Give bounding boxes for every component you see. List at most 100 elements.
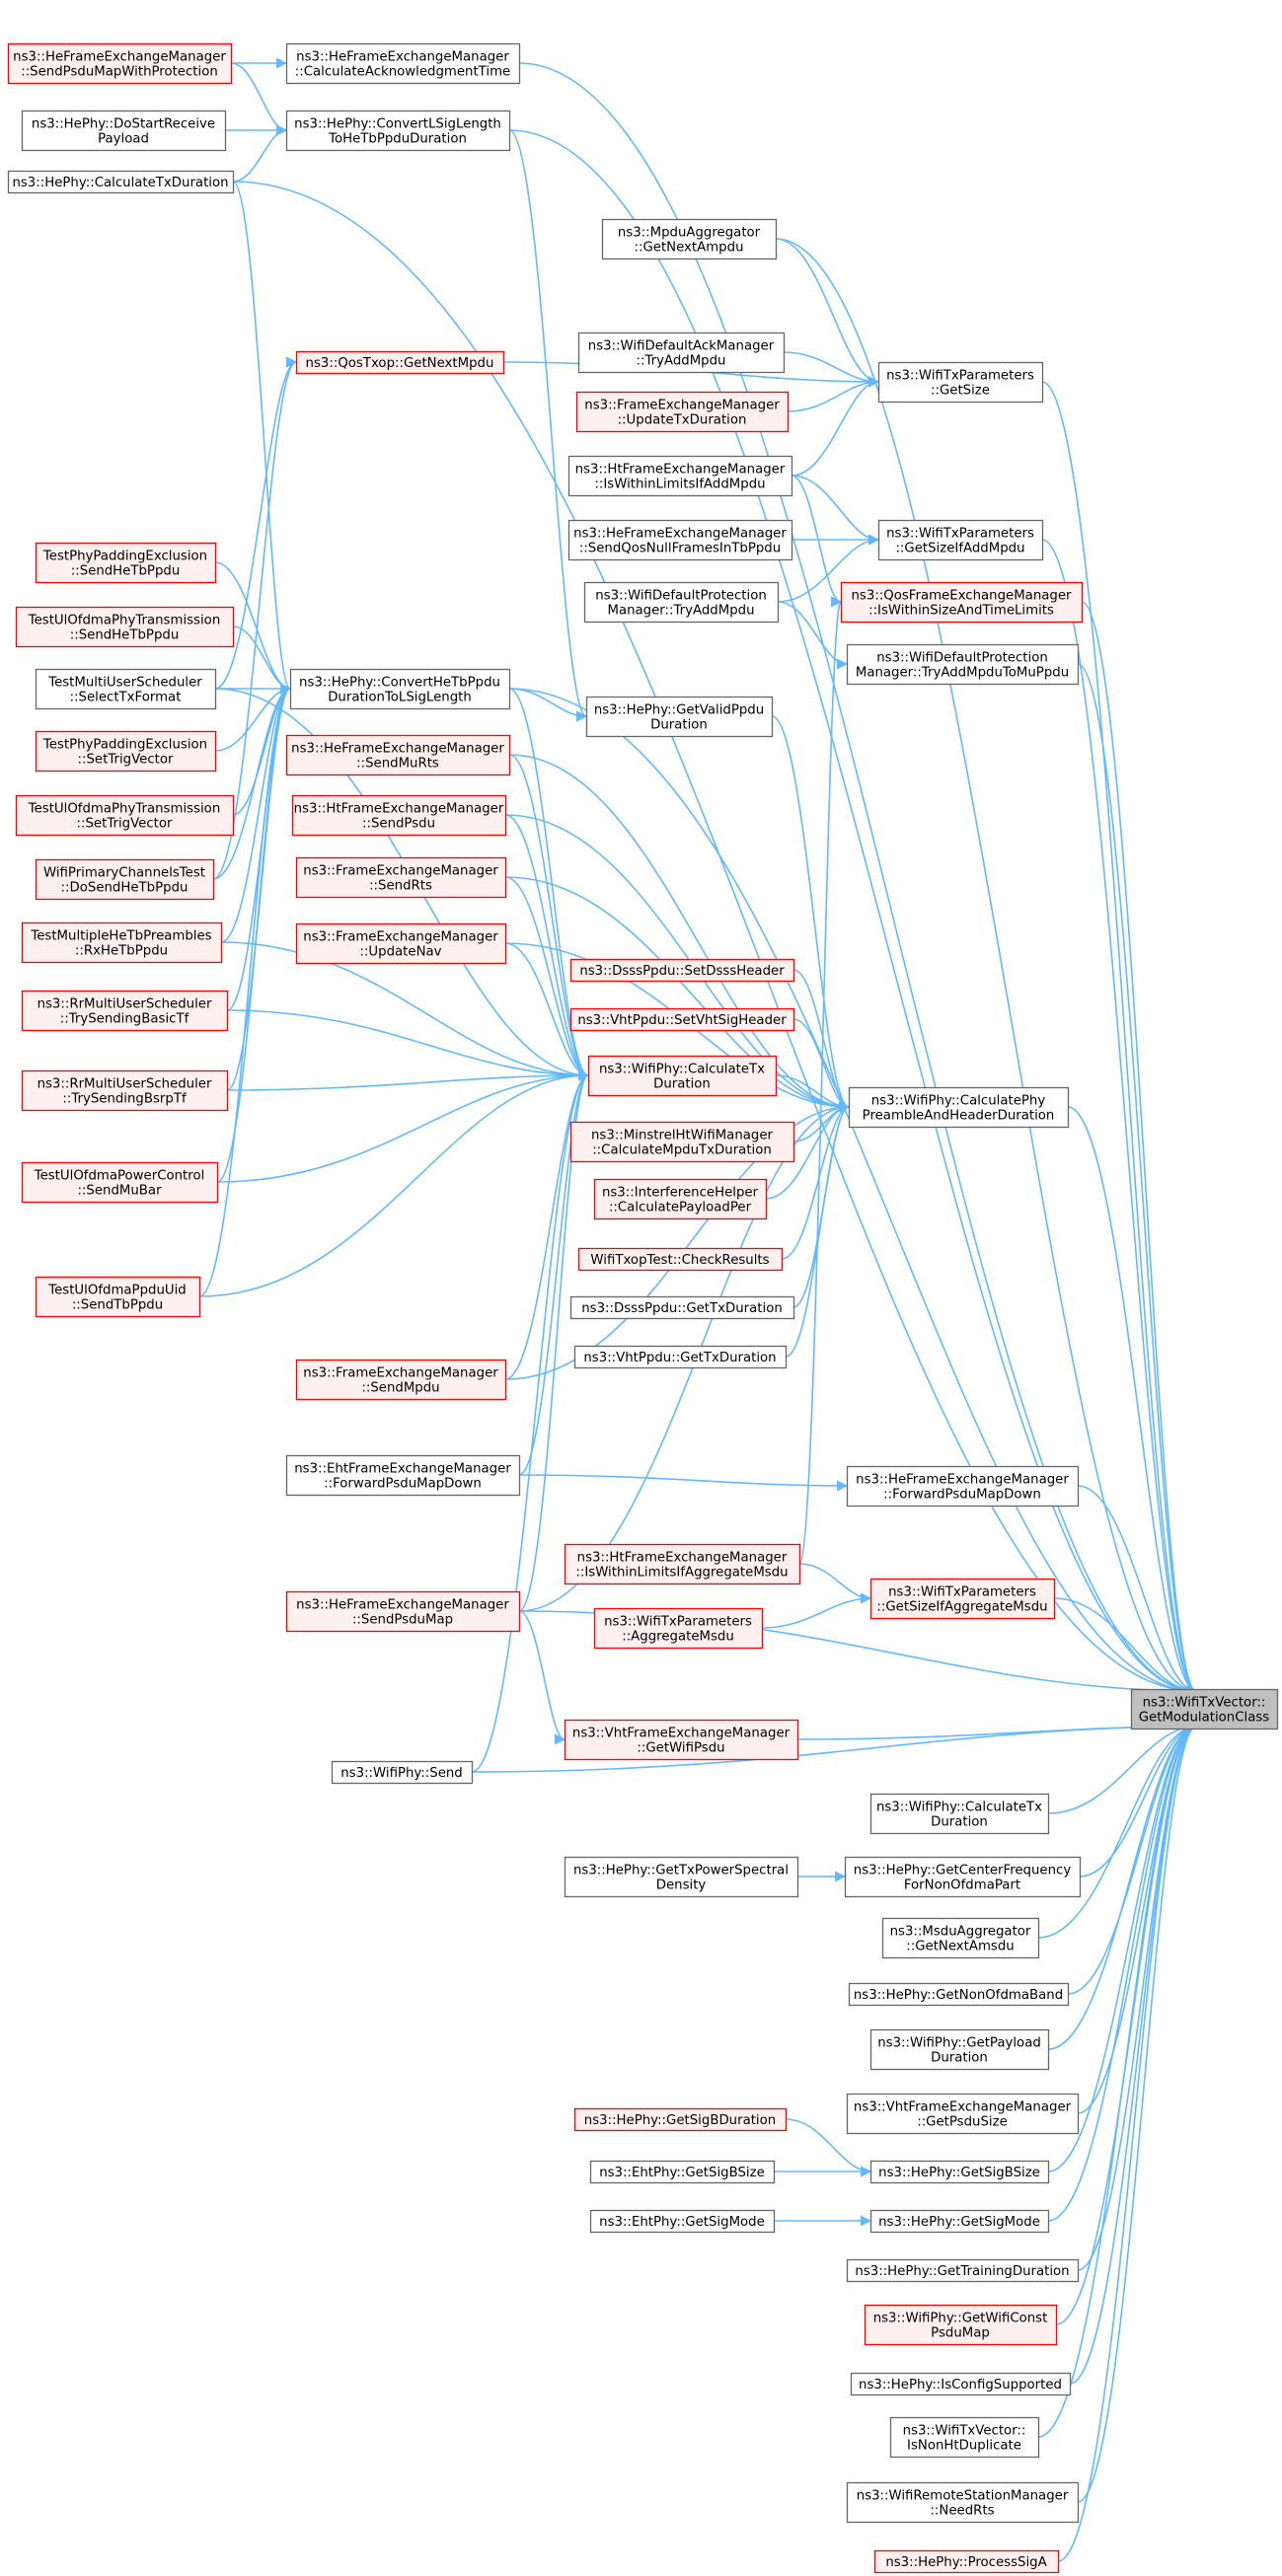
graph-node-tmusSelect[interactable]: TestMultiUserScheduler::SelectTxFormat <box>35 668 217 710</box>
call-edge <box>518 62 1198 1697</box>
graph-node-femSendRts[interactable]: ns3::FrameExchangeManager::SendRts <box>295 856 507 899</box>
graph-node-wttCheck[interactable]: WifiTxopTest::CheckResults <box>577 1247 784 1272</box>
graph-node-vhtfemGetWifiPsdu[interactable]: ns3::VhtFrameExchangeManager::GetWifiPsd… <box>564 1719 799 1761</box>
node-box <box>564 1856 799 1898</box>
graph-node-rrTryBsrp[interactable]: ns3::RrMultiUserScheduler::TrySendingBsr… <box>21 1069 229 1112</box>
node-box <box>564 1719 799 1761</box>
graph-node-wtpGetSize[interactable]: ns3::WifiTxParameters::GetSize <box>877 361 1044 404</box>
graph-node-minstrelCalc[interactable]: ns3::MinstrelHtWifiManager::CalculateMpd… <box>569 1121 795 1163</box>
node-box <box>846 643 1080 686</box>
node-label-line: ::GetNextAmpdu <box>635 241 744 256</box>
graph-node-vhtSetHeader[interactable]: ns3::VhtPpdu::SetVhtSigHeader <box>569 1007 795 1032</box>
graph-node-wdamTryAdd[interactable]: ns3::WifiDefaultAckManager::TryAddMpdu <box>577 331 786 374</box>
node-box <box>881 1917 1040 1959</box>
graph-node-tuopcSendMuBar[interactable]: TestUlOfdmaPowerControl::SendMuBar <box>21 1161 219 1204</box>
graph-node-dsssSetHeader[interactable]: ns3::DsssPpdu::SetDsssHeader <box>569 958 795 983</box>
graph-node-wrsmNeedRts[interactable]: ns3::WifiRemoteStationManager::NeedRts <box>846 2481 1080 2524</box>
graph-node-root[interactable]: ns3::WifiTxVector::GetModulationClass <box>1130 1688 1279 1730</box>
graph-node-hfemSendQos[interactable]: ns3::HeFrameExchangeManager::SendQosNull… <box>567 519 793 561</box>
node-box <box>569 958 795 983</box>
graph-node-hePhyProcessSigA[interactable]: ns3::HePhy::ProcessSigA <box>873 2549 1060 2574</box>
graph-node-ehtFwdDown[interactable]: ns3::EhtFrameExchangeManager::ForwardPsd… <box>285 1454 521 1497</box>
graph-node-wifiPhyCalcPre[interactable]: ns3::WifiPhy::CalculatePhyPreambleAndHea… <box>848 1086 1070 1129</box>
graph-node-hePhyNonOfdma[interactable]: ns3::HePhy::GetNonOfdmaBand <box>848 1982 1070 2007</box>
graph-node-hfemCalcAck[interactable]: ns3::HeFrameExchangeManager::CalculateAc… <box>285 42 521 85</box>
call-edge <box>787 376 880 412</box>
graph-node-tuoptSetTrig[interactable]: TestUlOfdmaPhyTransmission::SetTrigVecto… <box>15 794 235 837</box>
node-box <box>850 2372 1072 2396</box>
graph-node-rrTryBasic[interactable]: ns3::RrMultiUserScheduler::TrySendingBas… <box>21 990 229 1032</box>
node-label-line: ns3::WifiTxParameters <box>888 1585 1036 1600</box>
graph-node-hePhyCalcTx[interactable]: ns3::HePhy::CalculateTxDuration <box>7 170 235 194</box>
node-label-line: ns3::HePhy::ConvertHeTbPpdu <box>299 676 500 691</box>
graph-node-vhtfemPsduSize[interactable]: ns3::VhtFrameExchangeManager::GetPsduSiz… <box>846 2093 1080 2135</box>
graph-node-wdpmTryAdd[interactable]: ns3::WifiDefaultProtectionManager::TryAd… <box>583 581 780 624</box>
node-label-line: WifiTxopTest::CheckResults <box>590 1253 769 1268</box>
graph-node-hfemSendPsduMap[interactable]: ns3::HeFrameExchangeManager::SendPsduMap <box>285 1590 521 1633</box>
graph-node-ihCalcPayload[interactable]: ns3::InterferenceHelper::CalculatePayloa… <box>593 1178 768 1220</box>
graph-node-wifiPhyCalcTx2[interactable]: ns3::WifiPhy::CalculateTxDuration <box>869 1793 1050 1835</box>
graph-node-wifiPhyCalcTx[interactable]: ns3::WifiPhy::CalculateTxDuration <box>587 1055 778 1097</box>
graph-node-tppeSetTrig[interactable]: TestPhyPaddingExclusion::SetTrigVector <box>35 730 217 773</box>
graph-node-hePhySigBSize[interactable]: ns3::HePhy::GetSigBSize <box>869 2160 1050 2184</box>
call-edge <box>508 688 590 1081</box>
graph-node-vhtGetTx[interactable]: ns3::VhtPpdu::GetTxDuration <box>573 1345 788 1369</box>
graph-node-tuopuSendTb[interactable]: TestUlOfdmaPpduUid::SendTbPpdu <box>35 1276 201 1318</box>
graph-node-wtpAggMsdu[interactable]: ns3::WifiTxParameters::AggregateMsdu <box>593 1607 764 1650</box>
graph-node-wifiPhySend[interactable]: ns3::WifiPhy::Send <box>331 1760 474 1785</box>
graph-node-tppeSendHeTb[interactable]: TestPhyPaddingExclusion::SendHeTbPpdu <box>35 542 217 584</box>
node-label-line: ::GetPsduSize <box>917 2115 1008 2130</box>
graph-node-wtvIsNonHt[interactable]: ns3::WifiTxVector::IsNonHtDuplicate <box>889 2416 1040 2459</box>
call-edge <box>1047 1721 1198 1814</box>
call-edge <box>198 683 292 1297</box>
graph-node-htfemWithinAgg[interactable]: ns3::HtFrameExchangeManager::IsWithinLim… <box>564 1543 801 1585</box>
node-label-line: TestUlOfdmaPowerControl <box>34 1169 205 1184</box>
graph-node-hePhyTraining[interactable]: ns3::HePhy::GetTrainingDuration <box>846 2258 1080 2283</box>
node-label-line: ns3::HePhy::GetNonOfdmaBand <box>854 1988 1063 2003</box>
call-edge <box>508 754 590 1081</box>
graph-node-wdpmTryAddMu[interactable]: ns3::WifiDefaultProtectionManager::TryAd… <box>846 643 1080 686</box>
node-label-line: Payload <box>98 132 149 147</box>
node-label-line: ns3::WifiTxParameters <box>604 1615 752 1630</box>
node-label-line: ns3::MinstrelHtWifiManager <box>591 1129 774 1143</box>
node-label-line: ns3::MsduAggregator <box>890 1925 1031 1940</box>
call-edge <box>1053 1597 1198 1697</box>
graph-node-hfemSendPsduMapWP[interactable]: ns3::HeFrameExchangeManager::SendPsduMap… <box>7 42 233 85</box>
graph-node-mpduAggNext[interactable]: ns3::MpduAggregator::GetNextAmpdu <box>601 218 778 260</box>
graph-node-hfemFwdDown[interactable]: ns3::HeFrameExchangeManager::ForwardPsdu… <box>846 1465 1080 1508</box>
graph-node-msduAggNext[interactable]: ns3::MsduAggregator::GetNextAmsdu <box>881 1917 1040 1959</box>
graph-node-wpctDoSend[interactable]: WifiPrimaryChannelsTest::DoSendHeTbPpdu <box>35 858 215 901</box>
graph-node-hePhyConvL[interactable]: ns3::HePhy::ConvertLSigLengthToHeTbPpduD… <box>285 110 511 152</box>
graph-node-ehtSigMode[interactable]: ns3::EhtPhy::GetSigMode <box>589 2209 776 2234</box>
graph-node-femSendMpdu[interactable]: ns3::FrameExchangeManager::SendMpdu <box>295 1359 507 1401</box>
graph-node-hfemSendMuRts[interactable]: ns3::HeFrameExchangeManager::SendMuRts <box>285 734 511 776</box>
graph-node-ehtSigBSize[interactable]: ns3::EhtPhy::GetSigBSize <box>589 2160 776 2184</box>
call-edge <box>1037 1721 1198 2438</box>
graph-node-wtpSizeIfAgg[interactable]: ns3::WifiTxParameters::GetSizeIfAggregat… <box>869 1578 1056 1620</box>
node-box <box>583 581 780 624</box>
graph-node-htfemSendPsdu[interactable]: ns3::HtFrameExchangeManager::SendPsdu <box>291 794 507 837</box>
call-edge <box>791 475 880 546</box>
graph-node-femUpdateTx[interactable]: ns3::FrameExchangeManager::UpdateTxDurat… <box>575 391 790 433</box>
graph-node-hePhyIsConfig[interactable]: ns3::HePhy::IsConfigSupported <box>850 2372 1072 2396</box>
graph-node-hePhyConvHeTb[interactable]: ns3::HePhy::ConvertHeTbPpduDurationToLSi… <box>289 668 511 710</box>
graph-node-qosGetNext[interactable]: ns3::QosTxop::GetNextMpdu <box>295 350 505 375</box>
graph-node-wtpSizeIfAdd[interactable]: ns3::WifiTxParameters::GetSizeIfAddMpdu <box>877 519 1044 561</box>
graph-node-dsssGetTx[interactable]: ns3::DsssPpdu::GetTxDuration <box>569 1295 795 1320</box>
graph-node-femUpdateNav[interactable]: ns3::FrameExchangeManager::UpdateNav <box>295 922 507 965</box>
graph-node-tuoptSendHeTb[interactable]: TestUlOfdmaPhyTransmission::SendHeTbPpdu <box>15 606 235 648</box>
graph-node-hePhySigMode[interactable]: ns3::HePhy::GetSigMode <box>869 2209 1050 2234</box>
graph-node-tmhtpRx[interactable]: TestMultipleHeTbPreambles::RxHeTbPpdu <box>21 921 223 964</box>
graph-node-hePhyGetCenter[interactable]: ns3::HePhy::GetCenterFrequencyForNonOfdm… <box>844 1856 1082 1898</box>
graph-node-htfemWithin[interactable]: ns3::HtFrameExchangeManager::IsWithinLim… <box>567 455 793 497</box>
graph-node-hePhySigBDur[interactable]: ns3::HePhy::GetSigBDuration <box>573 2107 788 2132</box>
node-label-line: ns3::WifiTxParameters <box>886 527 1034 542</box>
node-label-line: ::SendTbPpdu <box>72 1298 163 1313</box>
node-label-line: ::SendMpdu <box>361 1381 439 1396</box>
graph-node-qfemWithin[interactable]: ns3::QosFrameExchangeManager::IsWithinSi… <box>840 581 1084 624</box>
